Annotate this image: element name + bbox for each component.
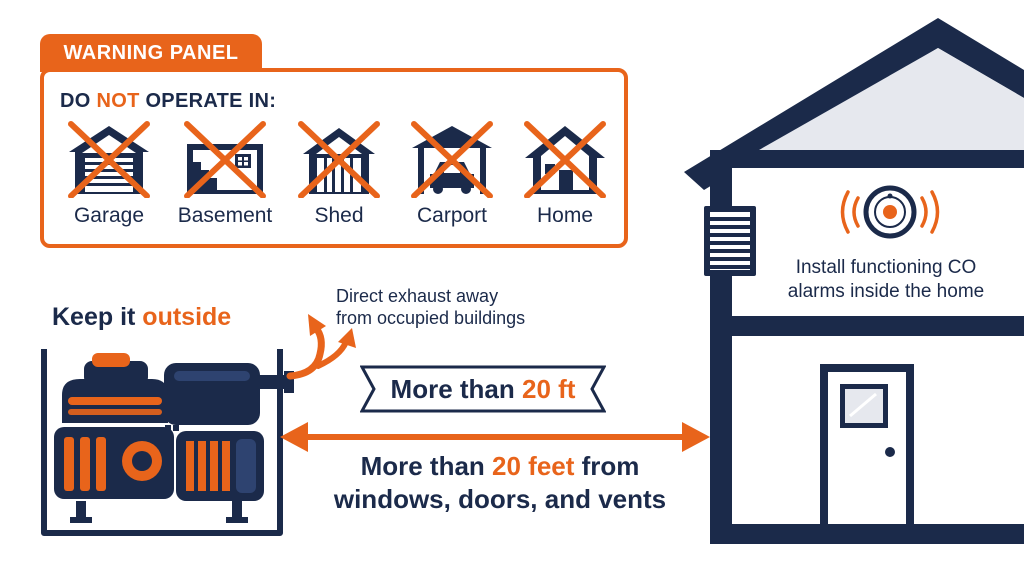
distance-detail-highlight: 20 feet <box>492 451 575 481</box>
heading-suffix: OPERATE IN: <box>139 90 277 112</box>
location-label: Carport <box>416 204 488 227</box>
exhaust-note-line2: from occupied buildings <box>336 308 526 328</box>
location-garage: Garage <box>54 118 164 228</box>
exhaust-direction-arrow <box>286 314 356 380</box>
generator-frame <box>41 349 283 536</box>
heading-prefix: DO <box>60 90 97 112</box>
distance-detail-suffix: from <box>574 451 640 481</box>
location-home: Home <box>510 118 620 228</box>
location-shed: Shed <box>284 118 394 228</box>
distance-double-arrow <box>280 422 710 452</box>
warning-panel-title: WARNING PANEL <box>40 34 262 72</box>
location-label: Garage <box>73 204 145 227</box>
location-basement: Basement <box>170 118 280 228</box>
distance-banner-text: More than 20 ft <box>360 365 606 413</box>
distance-detail-prefix: More than <box>360 451 493 481</box>
co-alarm-note-line2: alarms inside the home <box>787 281 985 302</box>
home-icon <box>524 121 606 198</box>
floor-divider <box>710 316 1024 336</box>
distance-banner-highlight: 20 ft <box>521 374 576 404</box>
distance-banner <box>360 365 606 413</box>
house-illustration <box>684 18 1024 544</box>
carport-icon <box>411 121 493 198</box>
generator-illustration <box>41 349 294 536</box>
keep-outside-heading: Keep it outside <box>52 303 231 332</box>
heading-negation: NOT <box>96 90 140 112</box>
basement-icon <box>184 121 266 198</box>
co-alarm-note-line1: Install functioning CO <box>795 257 977 278</box>
co-alarm-note: Install functioning CO alarms inside the… <box>766 256 1006 304</box>
exhaust-note-line1: Direct exhaust away <box>336 286 499 306</box>
keep-outside-highlight: outside <box>142 303 232 331</box>
distance-banner-prefix: More than <box>390 374 522 404</box>
garage-icon <box>68 121 150 198</box>
distance-detail-line1: More than 20 feet from <box>300 450 700 483</box>
keep-outside-prefix: Keep it <box>52 303 143 331</box>
do-not-operate-heading: DO NOT OPERATE IN: <box>60 90 276 113</box>
shed-icon <box>298 121 380 198</box>
distance-detail-line2: windows, doors, and vents <box>333 484 667 514</box>
location-label: Basement <box>177 204 273 227</box>
exhaust-note: Direct exhaust away from occupied buildi… <box>336 285 525 329</box>
exhaust-pipe <box>258 375 292 389</box>
location-label: Shed <box>314 204 364 227</box>
location-label: Home <box>536 204 594 227</box>
distance-detail: More than 20 feet from windows, doors, a… <box>300 450 700 516</box>
co-alarm-icon <box>840 185 940 239</box>
location-carport: Carport <box>397 118 507 228</box>
